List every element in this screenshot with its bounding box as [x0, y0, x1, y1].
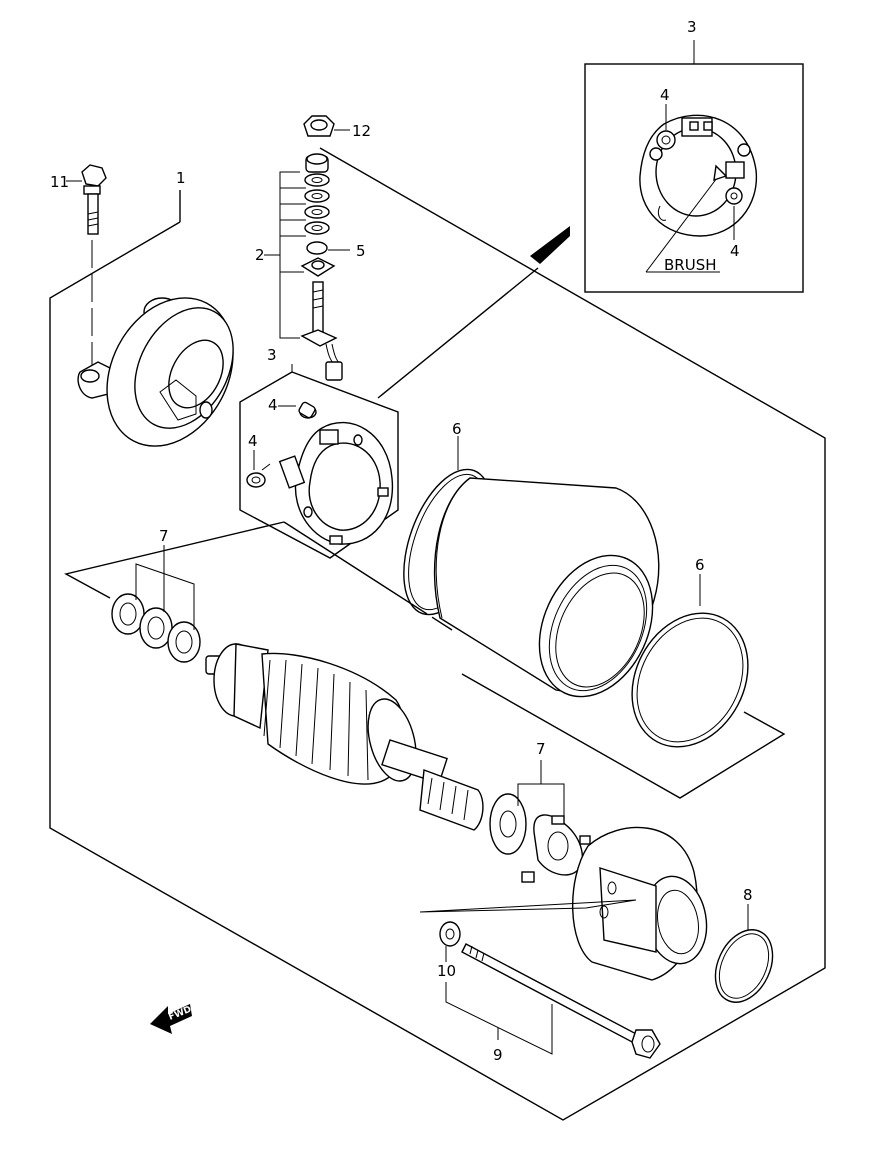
rear-cover-icon — [77, 297, 234, 447]
yoke-housing-icon — [433, 477, 660, 698]
label-3: 3 — [267, 346, 277, 364]
label-9: 9 — [493, 1046, 503, 1064]
fwd-arrow-icon: FWD — [150, 1004, 193, 1034]
label-4-inset-bottom: 4 — [730, 242, 740, 260]
brush-holder-plate-icon — [278, 421, 394, 545]
label-6-right: 6 — [695, 556, 705, 574]
washer-set-icon — [111, 593, 201, 663]
screw-icon — [298, 401, 317, 419]
label-1: 1 — [176, 169, 186, 187]
lock-plate-icon — [521, 814, 591, 883]
label-8: 8 — [743, 886, 753, 904]
label-4-inset-top: 4 — [660, 86, 670, 104]
terminal-kit-icon — [300, 153, 343, 381]
label-4-main-left: 4 — [248, 432, 258, 450]
o-ring-icon — [714, 929, 774, 1003]
o-ring-icon — [631, 612, 749, 748]
bolt-11-icon — [81, 164, 107, 235]
washer-icon — [489, 793, 527, 855]
label-3-inset: 3 — [687, 18, 697, 36]
screw-icon — [246, 463, 271, 488]
brush-label: BRUSH — [664, 256, 717, 274]
label-4-main-top: 4 — [268, 396, 278, 414]
motor-assembly-boundary — [49, 147, 826, 1121]
label-5: 5 — [356, 242, 366, 260]
armature-group-boundary — [64, 521, 285, 599]
label-11: 11 — [50, 173, 69, 191]
armature-icon — [205, 643, 484, 831]
brush-holder-boundary — [239, 371, 399, 559]
label-7-left: 7 — [159, 527, 169, 545]
label-2: 2 — [255, 246, 265, 264]
through-bolt-icon — [461, 943, 661, 1059]
nut-12-icon — [303, 115, 335, 137]
label-10: 10 — [437, 962, 456, 980]
washer-10-icon — [439, 921, 461, 947]
brush-holder-detail-icon — [639, 114, 758, 237]
label-12: 12 — [352, 122, 371, 140]
label-7-right: 7 — [536, 740, 546, 758]
label-6-top: 6 — [452, 420, 462, 438]
front-bracket-icon — [572, 826, 708, 981]
